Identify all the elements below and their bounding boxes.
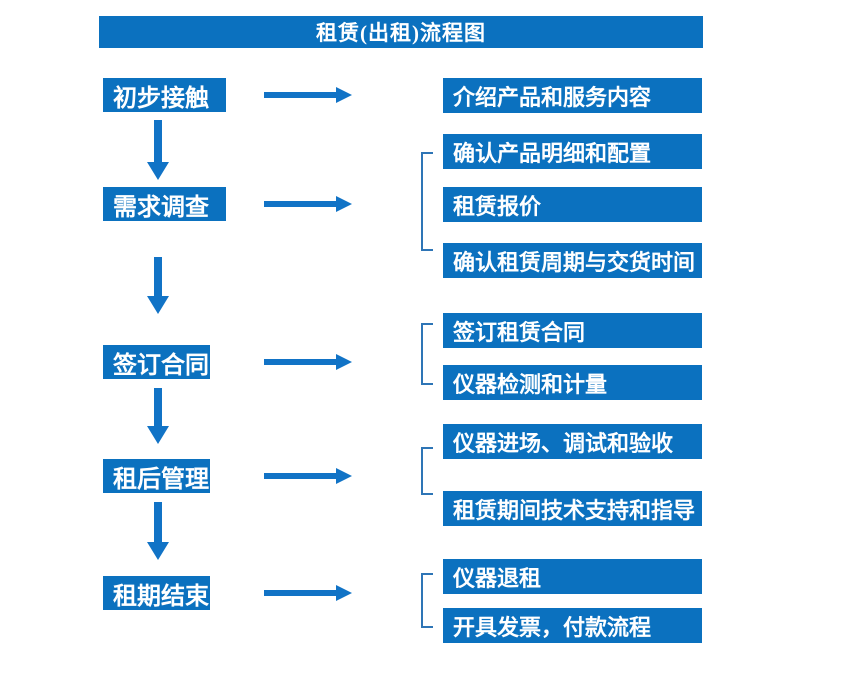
detail-box-instrument-return: 仪器退租 [443,559,702,594]
down-arrow-icon [147,388,169,444]
right-arrow-icon [264,464,352,488]
detail-label: 租赁报价 [453,193,542,219]
detail-box-instrument-testing: 仪器检测和计量 [443,365,702,400]
right-arrow-icon [264,192,352,216]
detail-label: 仪器检测和计量 [453,371,608,397]
detail-box-rental-quote: 租赁报价 [443,187,702,222]
detail-label: 确认产品明细和配置 [453,140,652,166]
stage-label: 租后管理 [113,466,209,493]
stage-label: 需求调查 [113,194,209,221]
down-arrow-icon [147,257,169,314]
down-arrow-icon [147,502,169,560]
detail-label: 开具发票，付款流程 [453,614,652,640]
flowchart-title-bar: 租赁(出租)流程图 [99,16,703,48]
detail-label: 租赁期间技术支持和指导 [453,497,696,523]
group-bracket [421,323,433,385]
detail-box-invoice-payment: 开具发票，付款流程 [443,608,702,643]
detail-box-tech-support: 租赁期间技术支持和指导 [443,491,702,526]
stage-post-lease-management: 租后管理 [103,459,210,493]
right-arrow-icon [264,350,352,374]
detail-label: 仪器进场、调试和验收 [453,430,674,456]
stage-label: 租期结束 [113,583,209,610]
detail-box-confirm-period-delivery: 确认租赁周期与交货时间 [443,243,702,278]
stage-label: 初步接触 [113,85,209,112]
stage-demand-survey: 需求调查 [103,187,226,221]
right-arrow-icon [264,581,352,605]
stage-initial-contact: 初步接触 [103,78,226,112]
detail-box-confirm-product-config: 确认产品明细和配置 [443,134,702,169]
group-bracket [421,447,433,495]
right-arrow-icon [264,83,352,107]
detail-box-intro-products: 介绍产品和服务内容 [443,78,702,113]
group-bracket [421,152,433,251]
detail-box-sign-lease-contract: 签订租赁合同 [443,313,702,348]
detail-box-instrument-setup: 仪器进场、调试和验收 [443,424,702,459]
detail-label: 介绍产品和服务内容 [453,84,652,110]
detail-label: 签订租赁合同 [453,319,586,345]
stage-label: 签订合同 [113,352,209,379]
detail-label: 仪器退租 [453,565,542,591]
flowchart-title: 租赁(出租)流程图 [316,21,486,45]
down-arrow-icon [147,120,169,180]
detail-label: 确认租赁周期与交货时间 [453,249,696,275]
stage-lease-end: 租期结束 [103,576,210,610]
group-bracket [421,573,433,628]
stage-sign-contract: 签订合同 [103,345,210,379]
